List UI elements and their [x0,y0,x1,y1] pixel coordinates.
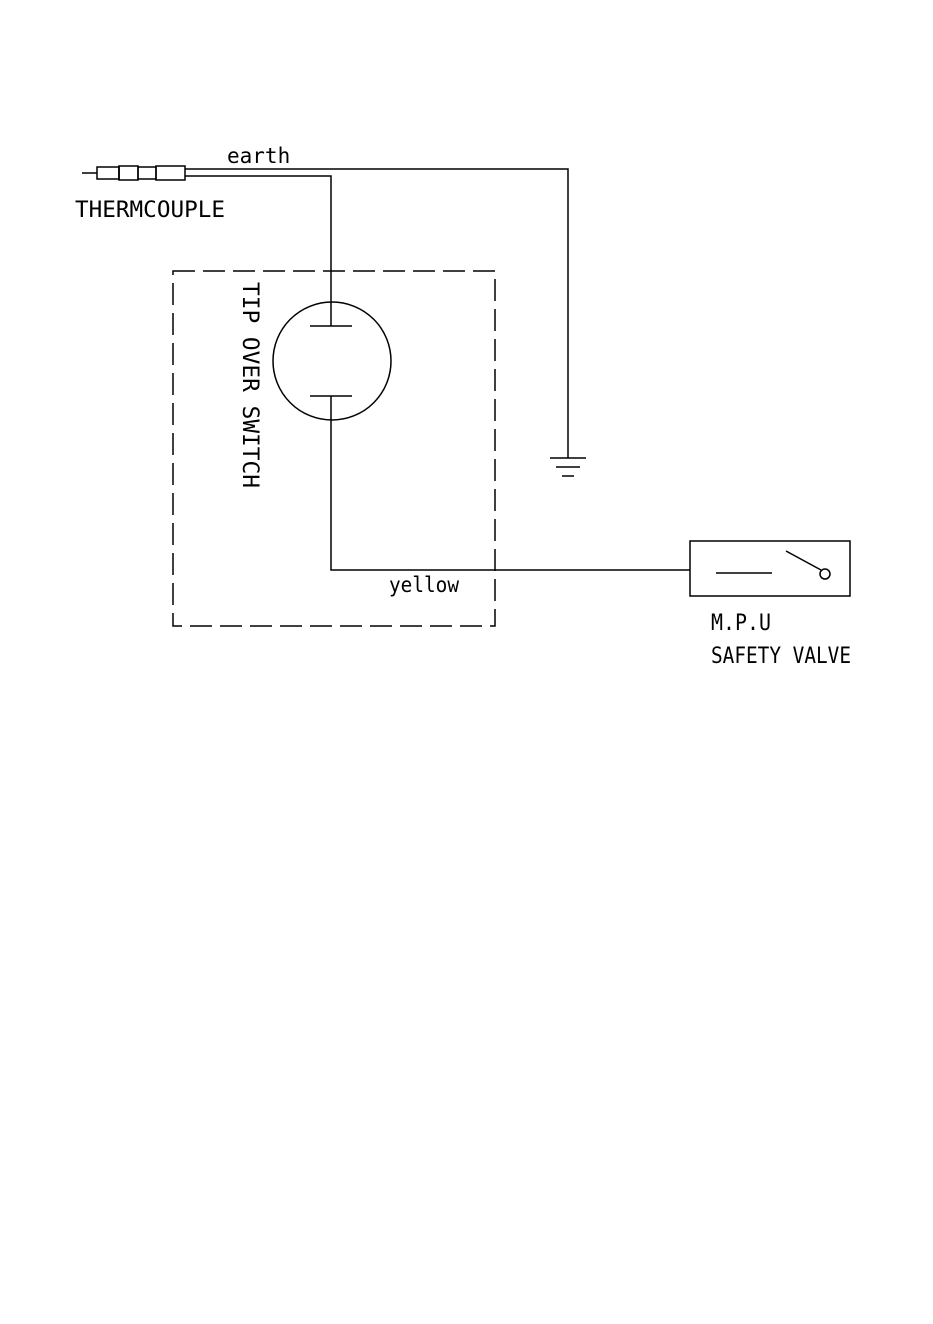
safety-valve-icon [690,541,850,596]
tip-over-switch-icon [273,302,391,420]
thermocouple-label: THERMCOUPLE [75,198,225,223]
safety-valve-label: SAFETY VALVE [711,644,851,669]
thermocouple-probe-icon [82,166,185,180]
earth-label: earth [227,144,290,168]
yellow-wire [331,396,690,570]
yellow-label: yellow [389,573,459,597]
ground-icon [550,458,586,476]
tip-over-switch-label: TIP OVER SWITCH [237,282,262,488]
mpu-label: M.P.U [711,611,771,636]
